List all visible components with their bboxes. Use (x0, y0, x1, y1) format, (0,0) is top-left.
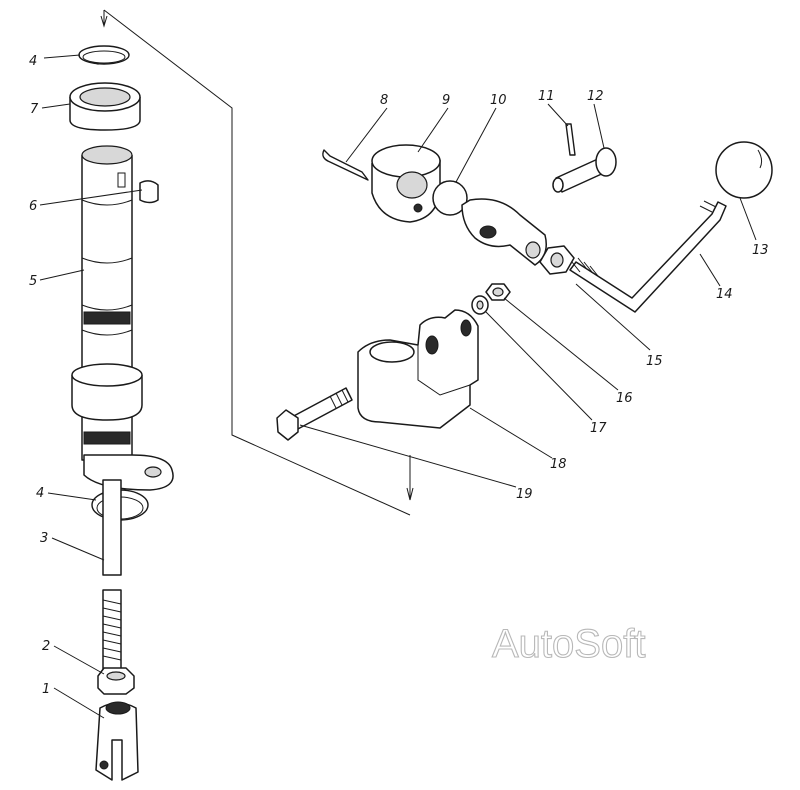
callout-1: 1 (42, 682, 50, 697)
bushing-7 (69, 82, 141, 131)
clevis-pin-12 (552, 147, 617, 193)
socket-9 (371, 144, 441, 223)
nut-16 (485, 283, 511, 301)
bracket-18 (357, 309, 479, 429)
callout-17: 17 (590, 421, 607, 436)
callout-3: 3 (40, 531, 48, 546)
cotter-pin-11 (565, 123, 576, 156)
callout-8: 8 (380, 93, 388, 108)
callout-15: 15 (646, 354, 663, 369)
callout-11: 11 (538, 89, 555, 104)
lever-14 (569, 200, 727, 313)
retaining-ring-top (78, 45, 130, 65)
nut-15 (539, 245, 599, 277)
cotter-pin-8 (322, 149, 369, 181)
callout-14: 14 (716, 287, 733, 302)
callout-labels: 4 7 6 5 4 3 2 1 8 9 10 11 12 13 14 15 16… (29, 54, 769, 697)
callout-18: 18 (550, 457, 567, 472)
knob-13 (715, 141, 773, 199)
callout-16: 16 (616, 391, 633, 406)
nut-2 (97, 667, 135, 695)
callout-6: 6 (29, 199, 37, 214)
bolt-19 (276, 387, 353, 441)
ball-link-10 (432, 180, 547, 266)
callout-5: 5 (29, 274, 37, 289)
callout-12: 12 (587, 89, 604, 104)
callout-10: 10 (490, 93, 507, 108)
callout-4-top: 4 (29, 54, 37, 69)
assembly-path-lines (100, 9, 414, 516)
leader-lines (39, 54, 757, 719)
callout-19: 19 (516, 487, 533, 502)
callout-9: 9 (442, 93, 450, 108)
callout-4-bottom: 4 (36, 486, 44, 501)
washer-17 (471, 295, 489, 315)
shaft-5 (71, 145, 174, 491)
callout-2: 2 (42, 639, 50, 654)
callout-13: 13 (752, 243, 769, 258)
threaded-rod-3 (102, 479, 122, 671)
callout-7: 7 (30, 102, 39, 117)
key-6 (139, 180, 159, 204)
fork-end-1 (95, 701, 139, 781)
autosoft-watermark: AutoSoft (492, 622, 645, 666)
